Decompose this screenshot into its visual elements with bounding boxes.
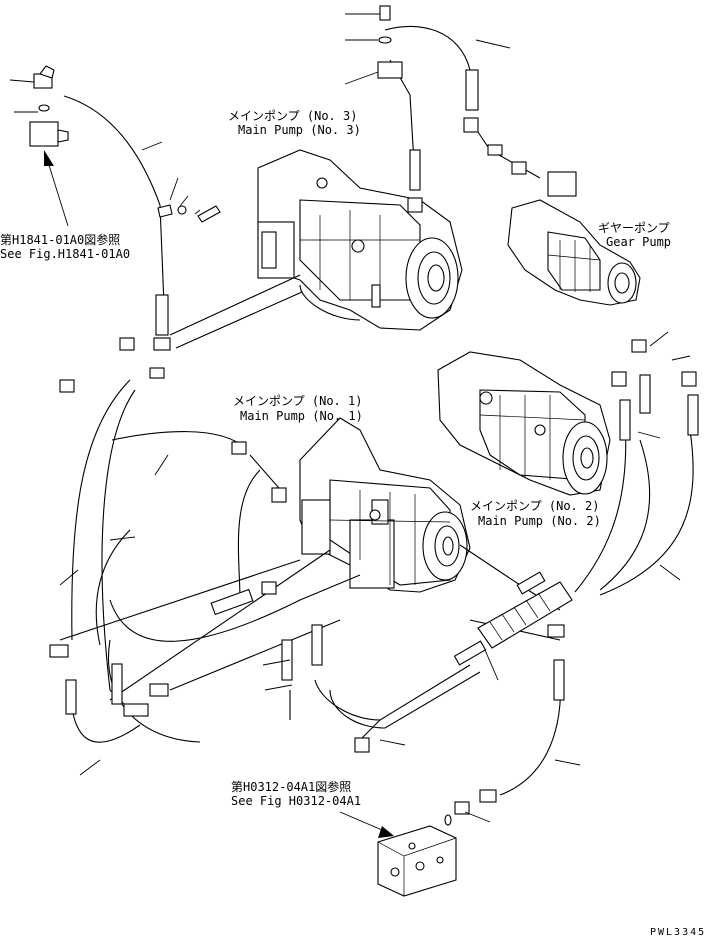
reference-arrows <box>44 150 394 838</box>
main-pump-no3-label-jp: メインポンプ (No. 3) <box>228 109 358 123</box>
main-pump-no2 <box>437 351 611 496</box>
leader-lines <box>59 13 691 823</box>
main-pump-no1 <box>299 417 471 593</box>
ref-h1841-label-jp: 第H1841-01A0図参照 <box>0 233 121 247</box>
main-pump-no2-label-en: Main Pump (No. 2) <box>478 514 601 528</box>
ref-h1841-label-en: See Fig.H1841-01A0 <box>0 247 131 261</box>
ref-h0312-label-en: See Fig H0312-04A1 <box>231 794 362 808</box>
hose-protector <box>453 571 573 666</box>
ref-h1841-block <box>9 65 69 147</box>
main-pump-no3-label-en: Main Pump (No. 3) <box>238 123 361 137</box>
gear-pump-label-en: Gear Pump <box>606 235 672 249</box>
main-pump-no1-label-en: Main Pump (No. 1) <box>240 409 363 423</box>
fittings <box>49 5 699 826</box>
main-pump-no3 <box>257 149 463 331</box>
drawing-code: PWL3345 <box>650 927 707 938</box>
main-pump-no2-label-jp: メインポンプ (No. 2) <box>470 499 600 513</box>
arrow-up-icon <box>44 150 54 166</box>
gear-pump-label-jp: ギヤーポンプ <box>598 221 670 235</box>
ref-h0312-block <box>377 825 457 897</box>
ref-h0312-label-jp: 第H0312-04A1図参照 <box>231 780 352 794</box>
gear-pump <box>507 171 641 306</box>
main-pump-no1-label-jp: メインポンプ (No. 1) <box>233 394 363 408</box>
arrow-right-icon <box>378 826 394 838</box>
